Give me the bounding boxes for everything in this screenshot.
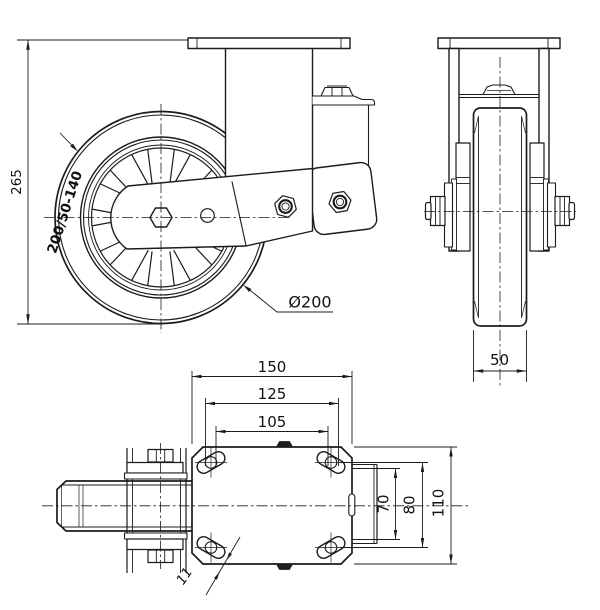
dim-110-label: 110 <box>430 489 448 518</box>
diameter-callout: Ø200 <box>243 284 333 313</box>
fork-crossbar-top <box>352 463 378 545</box>
fork-arm-crease <box>231 181 247 246</box>
arm-hole <box>200 208 215 223</box>
swivel-column-mask <box>225 48 313 179</box>
dim-50: 50 <box>473 330 527 382</box>
dim-105-label: 105 <box>258 413 287 431</box>
diameter-label: Ø200 <box>288 293 331 312</box>
dim-80-label: 80 <box>401 495 419 514</box>
axle-nut-left <box>424 195 446 227</box>
top-plate-side <box>437 37 561 50</box>
dim-70-label: 70 <box>375 494 393 513</box>
dim-265: 265 <box>9 39 188 325</box>
dim-50-label: 50 <box>490 351 509 369</box>
dim-150: 150 <box>191 358 353 444</box>
bracket-nut <box>328 190 352 214</box>
dim-150-label: 150 <box>258 358 287 376</box>
dim-105: 105 <box>215 413 329 466</box>
axle-bolt-top <box>147 448 174 463</box>
plate-tab-top <box>275 441 294 448</box>
top-plate-front <box>187 37 351 50</box>
kingpin-nut <box>482 84 516 96</box>
dim-265-label: 265 <box>9 169 25 195</box>
dim-80: 80 <box>340 462 428 548</box>
plate-tab-bottom <box>275 563 294 570</box>
front-view: 200/50-140 Ø200 265 <box>9 37 378 333</box>
axle-assembly-top <box>123 448 188 564</box>
brake-ledge <box>312 85 376 166</box>
top-view: 150 125 105 70 <box>42 358 468 596</box>
dim-11-label: 11 <box>173 565 196 588</box>
side-view: 50 <box>424 37 576 387</box>
plate-edge-slot <box>348 493 356 517</box>
tire-pointer-arrow <box>59 132 78 152</box>
dim-70: 70 <box>375 468 400 540</box>
dim-110: 110 <box>354 446 457 565</box>
dim-11: 11 <box>173 536 241 596</box>
grease-nut <box>320 86 354 97</box>
axle-nut-right <box>554 195 576 227</box>
dim-125-label: 125 <box>258 385 287 403</box>
dim-125: 125 <box>205 385 339 466</box>
